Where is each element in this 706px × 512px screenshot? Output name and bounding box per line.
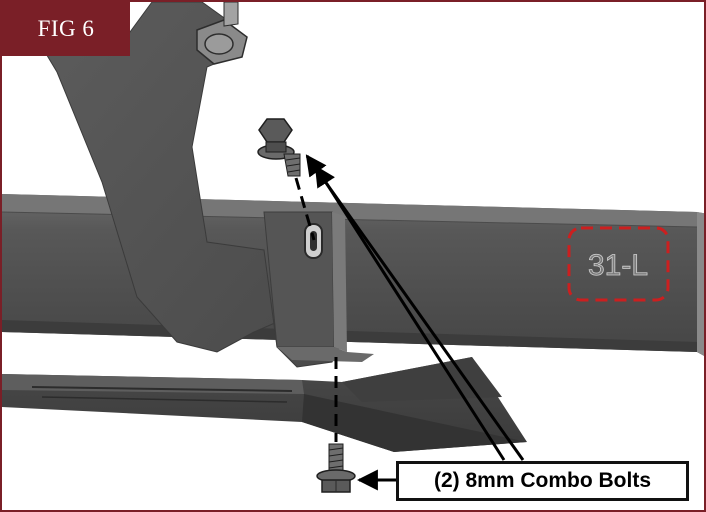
alignment-line-upper (294, 177, 316, 241)
figure-label: FIG 6 (2, 2, 130, 56)
callout-label: (2) 8mm Combo Bolts (396, 461, 689, 501)
part-marking-label: 31-L (588, 249, 648, 282)
part-marking: 31-L (567, 226, 670, 302)
combo-bolt-icon (257, 118, 301, 177)
mounting-bracket (41, 2, 374, 368)
running-board (2, 357, 527, 452)
combo-bolt-icon (316, 443, 356, 493)
combo-bolt-icon (196, 2, 248, 65)
arrow-icon (314, 165, 506, 461)
